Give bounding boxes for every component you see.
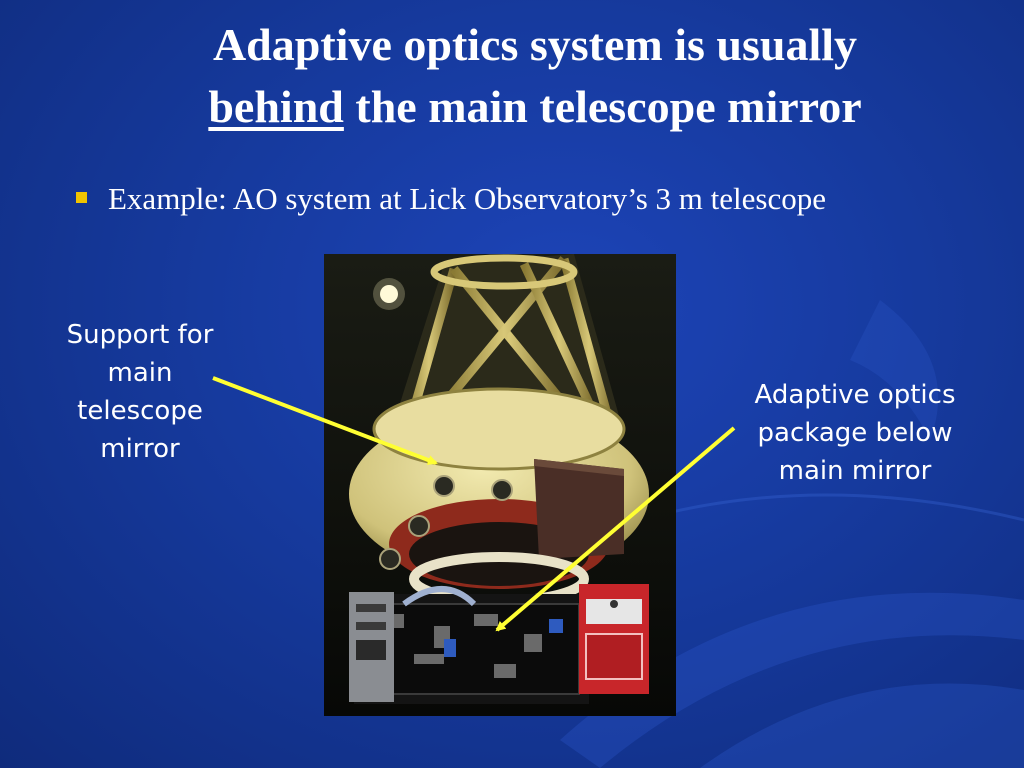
- slide-title: Adaptive optics system is usually behind…: [0, 14, 1024, 138]
- callout-adaptive-optics-package: Adaptive optics package below main mirro…: [720, 376, 990, 490]
- title-line-1: Adaptive optics system is usually: [212, 19, 858, 70]
- title-line-2: behind the main telescope mirror: [0, 76, 1024, 138]
- square-bullet-icon: [76, 192, 87, 203]
- callout-right-line-2: package below: [757, 418, 953, 448]
- callout-right-line-1: Adaptive optics: [754, 380, 956, 410]
- title-emphasis: behind: [208, 81, 344, 132]
- callout-right-line-3: main mirror: [778, 456, 932, 486]
- callout-left-line-1: Support for main: [66, 320, 214, 388]
- telescope-photo: [324, 254, 676, 716]
- callout-support-for-main-telescope-mirror: Support for main telescope mirror: [40, 316, 240, 468]
- bullet-text: Example: AO system at Lick Observatory’s…: [108, 181, 826, 216]
- callout-left-line-2: telescope mirror: [77, 396, 203, 464]
- bullet-item: Example: AO system at Lick Observatory’s…: [76, 177, 878, 220]
- title-line-2-rest: the main telescope mirror: [343, 81, 862, 132]
